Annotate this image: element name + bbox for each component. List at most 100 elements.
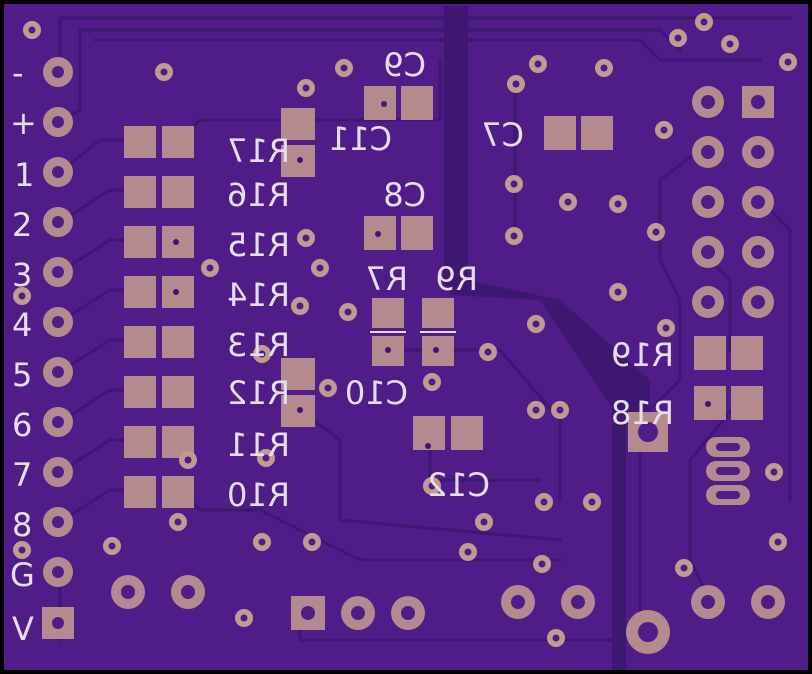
via-hole bbox=[160, 68, 168, 76]
via-hole bbox=[510, 180, 518, 188]
via-hole bbox=[302, 234, 310, 242]
label-r11: R11 bbox=[227, 426, 290, 464]
label-r19: R19 bbox=[611, 336, 674, 374]
label-g: G bbox=[10, 556, 35, 594]
pad-via-dot bbox=[297, 157, 303, 163]
label-5: 5 bbox=[12, 356, 32, 394]
label-c11: C11 bbox=[329, 120, 392, 158]
via-hole bbox=[308, 538, 316, 546]
via-hole bbox=[700, 18, 708, 26]
via-hole bbox=[614, 200, 622, 208]
label-r13: R13 bbox=[227, 326, 290, 364]
edge-connector bbox=[42, 57, 74, 639]
via-hole bbox=[28, 26, 36, 34]
pad-via-dot bbox=[433, 347, 439, 353]
via-hole bbox=[774, 538, 782, 546]
via-hole bbox=[262, 454, 270, 462]
label-c10: C10 bbox=[345, 374, 408, 412]
pad-via-dot bbox=[425, 443, 431, 449]
vias bbox=[13, 13, 797, 647]
edge-labels: - + 1 2 3 4 5 6 7 8 G V bbox=[10, 54, 37, 648]
pad-via-dot bbox=[173, 289, 179, 295]
via-hole bbox=[184, 456, 192, 464]
label-4: 4 bbox=[12, 306, 32, 344]
resistor-array bbox=[124, 126, 194, 508]
via-hole bbox=[532, 406, 540, 414]
label-3: 3 bbox=[12, 256, 32, 294]
label-plus: + bbox=[10, 104, 37, 142]
via-hole bbox=[538, 560, 546, 568]
via-hole bbox=[534, 60, 542, 68]
via-hole bbox=[552, 634, 560, 642]
label-r15: R15 bbox=[227, 226, 290, 264]
via-hole bbox=[240, 614, 248, 622]
via-hole bbox=[296, 302, 304, 310]
via-hole bbox=[784, 58, 792, 66]
pad-via-dot bbox=[297, 407, 303, 413]
label-c8: C8 bbox=[383, 176, 426, 214]
label-r14: R14 bbox=[227, 276, 290, 314]
label-r7: R7 bbox=[365, 260, 408, 298]
label-c9: C9 bbox=[383, 46, 426, 84]
component-labels: R17 R16 R15 R14 R13 R12 R11 R10 C9 C11 C… bbox=[227, 46, 674, 514]
header-pins bbox=[692, 86, 774, 318]
via-hole bbox=[464, 548, 472, 556]
label-r10: R10 bbox=[227, 476, 290, 514]
via-hole bbox=[258, 538, 266, 546]
via-hole bbox=[674, 34, 682, 42]
label-r16: R16 bbox=[227, 176, 290, 214]
via-hole bbox=[18, 292, 26, 300]
via-hole bbox=[588, 498, 596, 506]
via-hole bbox=[428, 378, 436, 386]
via-hole bbox=[512, 80, 520, 88]
via-hole bbox=[340, 64, 348, 72]
via-hole bbox=[18, 546, 26, 554]
via-hole bbox=[258, 350, 266, 358]
through-hole-pads bbox=[111, 412, 785, 654]
label-c12: C12 bbox=[427, 466, 490, 504]
via-hole bbox=[484, 348, 492, 356]
via-hole bbox=[556, 406, 564, 414]
label-r12: R12 bbox=[227, 374, 290, 412]
label-r9: R9 bbox=[435, 260, 478, 298]
label-c7: C7 bbox=[481, 116, 524, 154]
via-hole bbox=[726, 40, 734, 48]
via-hole bbox=[206, 264, 214, 272]
label-2: 2 bbox=[12, 206, 32, 244]
via-hole bbox=[344, 308, 352, 316]
via-hole bbox=[770, 468, 778, 476]
pad-via-dot bbox=[381, 101, 387, 107]
ground-channels bbox=[444, 6, 650, 670]
via-hole bbox=[660, 126, 668, 134]
via-hole bbox=[302, 84, 310, 92]
label-v: V bbox=[12, 610, 34, 648]
transistor-pads bbox=[706, 437, 750, 505]
via-hole bbox=[662, 324, 670, 332]
via-hole bbox=[600, 64, 608, 72]
label-1: 1 bbox=[14, 156, 34, 194]
smd-pads bbox=[281, 86, 763, 450]
via-hole bbox=[324, 384, 332, 392]
via-hole bbox=[428, 482, 436, 490]
via-hole bbox=[680, 564, 688, 572]
via-hole bbox=[316, 264, 324, 272]
via-hole bbox=[532, 320, 540, 328]
label-r17: R17 bbox=[227, 132, 290, 170]
label-7: 7 bbox=[12, 456, 32, 494]
via-hole bbox=[540, 498, 548, 506]
via-hole bbox=[510, 232, 518, 240]
label-8: 8 bbox=[12, 506, 32, 544]
via-hole bbox=[480, 518, 488, 526]
pad-via-dot bbox=[173, 239, 179, 245]
label-minus: - bbox=[12, 54, 24, 92]
label-6: 6 bbox=[12, 406, 32, 444]
pad-via-dot bbox=[705, 401, 711, 407]
via-hole bbox=[174, 518, 182, 526]
pad-via-dot bbox=[375, 231, 381, 237]
via-hole bbox=[108, 542, 116, 550]
label-r18: R18 bbox=[611, 394, 674, 432]
via-hole bbox=[614, 288, 622, 296]
via-hole bbox=[652, 228, 660, 236]
pad-via-dot bbox=[385, 347, 391, 353]
